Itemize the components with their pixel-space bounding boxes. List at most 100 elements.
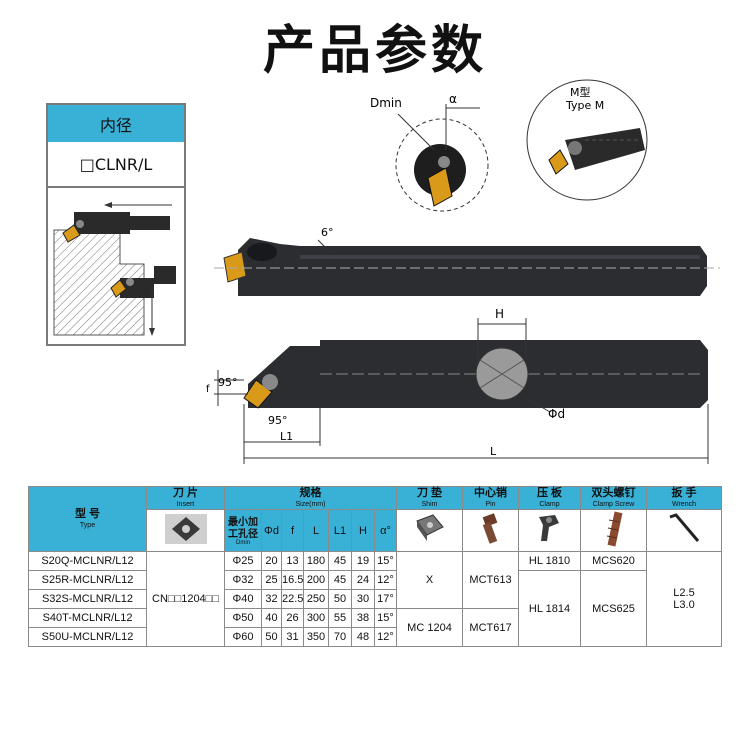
h-cell: 24 <box>351 570 375 590</box>
shim-image-cell <box>396 509 463 552</box>
l-cell: 350 <box>303 627 329 647</box>
l1-cell: 50 <box>328 589 352 609</box>
clamp-icon <box>538 515 559 541</box>
shim-cell: X <box>396 551 463 609</box>
angle-95b-label: 95° <box>268 414 288 427</box>
phid-cell: 32 <box>261 589 282 609</box>
boring-diagram-icon <box>50 192 182 342</box>
screw-cell: MCS625 <box>580 570 647 647</box>
f-cell: 31 <box>281 627 304 647</box>
type-cell: S25R-MCLNR/L12 <box>28 570 147 590</box>
wrench-icon <box>669 513 700 542</box>
dmin-cell: Φ25 <box>224 551 262 571</box>
tool-drawing: Dmin α M型 Type M 6° <box>206 79 720 464</box>
header-l1: L1 <box>328 509 352 552</box>
pin-image-cell <box>462 509 519 552</box>
header-f: f <box>281 509 304 552</box>
f-cell: 16.5 <box>281 570 304 590</box>
f-cell: 22.5 <box>281 589 304 609</box>
panel-header: 内径 <box>48 105 184 142</box>
dmin-cell: Φ60 <box>224 627 262 647</box>
header-dmin: 最小加工孔径 Dmin <box>224 509 262 552</box>
f-cell: 26 <box>281 608 304 628</box>
insert-icon <box>164 514 207 544</box>
l1-cell: 55 <box>328 608 352 628</box>
f-label: f <box>206 384 210 395</box>
header-l: L <box>303 509 329 552</box>
angle-6-label: 6° <box>321 226 334 239</box>
wrench-value-1: L2.5 <box>673 587 695 599</box>
wrench-value-2: L3.0 <box>673 599 695 611</box>
l1-label: L1 <box>280 430 293 443</box>
dmin-cell: Φ50 <box>224 608 262 628</box>
header-h: H <box>351 509 375 552</box>
dmin-cell: Φ32 <box>224 570 262 590</box>
alpha-cell: 12° <box>374 570 397 590</box>
clamp-image-cell <box>518 509 581 552</box>
phid-cell: 20 <box>261 551 282 571</box>
insert-image-cell <box>146 509 225 552</box>
type-cell: S40T-MCLNR/L12 <box>28 608 147 628</box>
screw-icon <box>606 511 622 547</box>
header-type: 型 号 Type <box>28 486 147 552</box>
pin-cell: MCT617 <box>462 608 519 647</box>
type-m-cn: M型 <box>570 85 591 99</box>
l1-cell: 70 <box>328 627 352 647</box>
header-screw: 双头螺钉 Clamp Screw <box>580 486 647 510</box>
dmin-detail-icon <box>395 104 489 212</box>
l-cell: 250 <box>303 589 329 609</box>
l-label: L <box>490 445 497 458</box>
angle-95a-label: 95° <box>218 376 238 389</box>
header-wrench: 扳 手 Wrench <box>646 486 722 510</box>
wrench-image-cell <box>646 509 722 552</box>
header-insert: 刀 片 Insert <box>146 486 225 510</box>
l-cell: 200 <box>303 570 329 590</box>
page-title: 产品参数 <box>262 21 487 81</box>
type-cell: S20Q-MCLNR/L12 <box>28 551 147 571</box>
l1-cell: 45 <box>328 551 352 571</box>
type-cell: S50U-MCLNR/L12 <box>28 627 147 647</box>
clamp-cell: HL 1814 <box>518 570 581 647</box>
screw-cell: MCS620 <box>580 551 647 571</box>
f-cell: 13 <box>281 551 304 571</box>
h-cell: 19 <box>351 551 375 571</box>
boring-bar-lower-icon <box>214 318 709 464</box>
header-alpha: α° <box>374 509 397 552</box>
phid-cell: 50 <box>261 627 282 647</box>
header-clamp: 压 板 Clamp <box>518 486 581 510</box>
h-cell: 30 <box>351 589 375 609</box>
alpha-cell: 17° <box>374 589 397 609</box>
dmin-label: Dmin <box>370 96 402 110</box>
inner-diameter-panel: 内径 □CLNR/L <box>46 103 186 346</box>
l-cell: 180 <box>303 551 329 571</box>
dmin-cell: Φ40 <box>224 589 262 609</box>
shim-cell: MC 1204 <box>396 608 463 647</box>
h-cell: 48 <box>351 627 375 647</box>
clamp-cell: HL 1810 <box>518 551 581 571</box>
alpha-cell: 12° <box>374 627 397 647</box>
header-shim: 刀 垫 Shim <box>396 486 463 510</box>
l-cell: 300 <box>303 608 329 628</box>
alpha-label: α <box>449 92 457 106</box>
h-cell: 38 <box>351 608 375 628</box>
shim-icon <box>415 514 444 541</box>
spec-table: 型 号 Type 刀 片 Insert 规格 Size(mm) 刀 垫 Shim… <box>28 486 722 647</box>
panel-code: □CLNR/L <box>48 142 184 188</box>
type-cell: S32S-MCLNR/L12 <box>28 589 147 609</box>
boring-bar-upper-icon <box>214 238 720 296</box>
phid-cell: 25 <box>261 570 282 590</box>
screw-image-cell <box>580 509 647 552</box>
insert-cell: CN□□1204□□ <box>146 551 225 647</box>
header-phid: Φd <box>261 509 282 552</box>
pin-icon <box>482 513 497 544</box>
h-label: H <box>495 307 504 321</box>
alpha-cell: 15° <box>374 551 397 571</box>
type-m-en: Type M <box>565 99 604 112</box>
alpha-cell: 15° <box>374 608 397 628</box>
